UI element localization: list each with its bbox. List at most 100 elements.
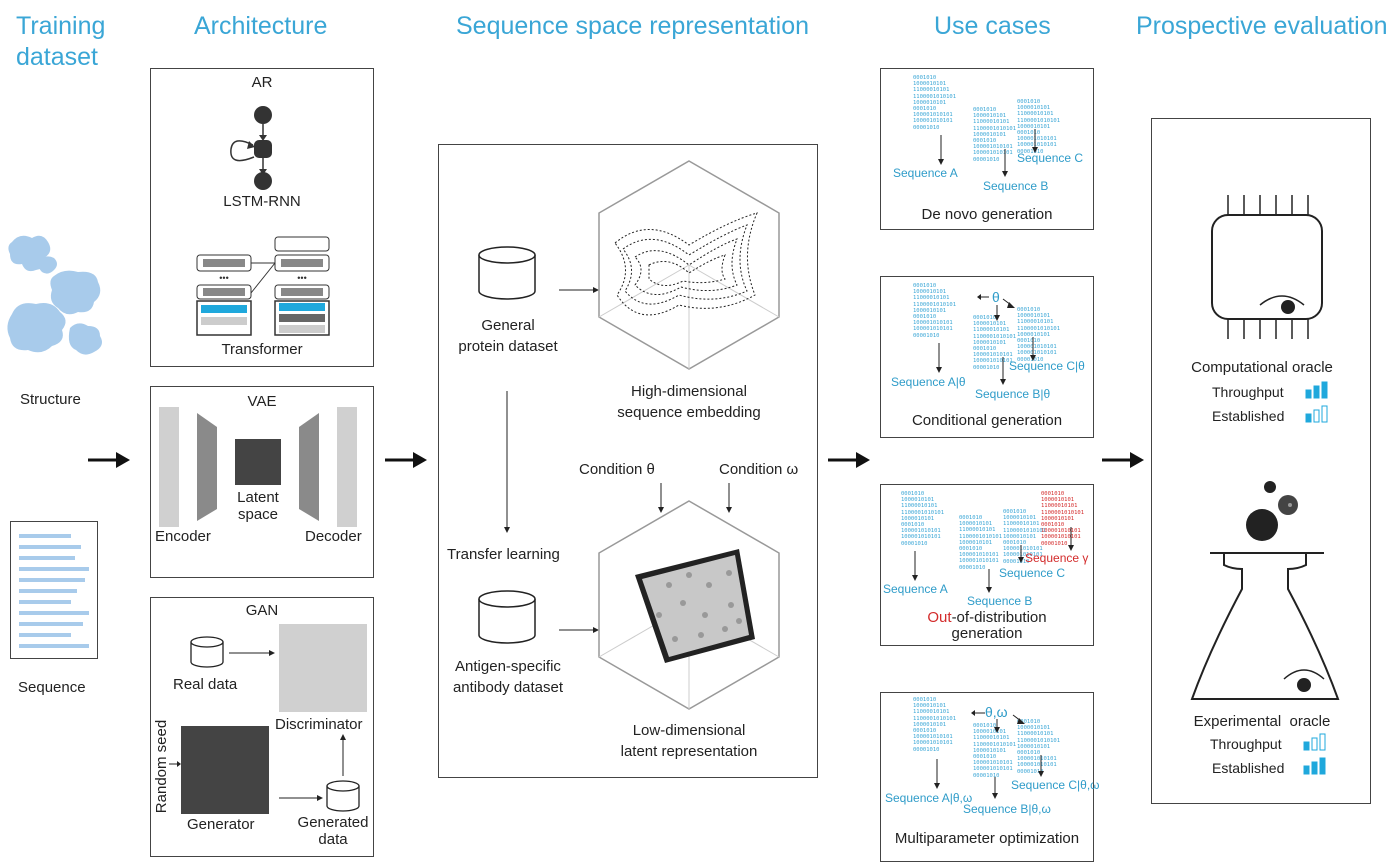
real-data-database-icon <box>190 636 224 668</box>
level-bar-empty <box>1313 409 1320 423</box>
sequence-space-diagram <box>478 160 780 710</box>
general-dataset-database-icon <box>478 246 536 300</box>
computational-throughput-bars <box>1305 381 1328 399</box>
sequence-document-icon <box>10 521 98 659</box>
ood-title-out: Out <box>927 609 952 626</box>
binary-cloud: 0001010 1000010101 11000010101 110000101… <box>973 107 1017 163</box>
level-bar-filled <box>1305 413 1312 423</box>
level-bar-empty <box>1319 733 1326 751</box>
computational-established-bars <box>1305 405 1328 423</box>
denovo-seq-a: Sequence A <box>893 166 958 180</box>
ood-seq-c: Sequence C <box>999 566 1066 580</box>
conditional-seq-a: Sequence A|θ <box>891 375 966 389</box>
header-training-dataset: Training dataset <box>16 12 106 71</box>
ood-seq-gamma: Sequence γ <box>1025 551 1089 565</box>
binary-cloud: 0001010 1000010101 11000010101 110000101… <box>973 315 1017 371</box>
conditional-title: Conditional generation <box>911 412 1063 429</box>
binary-cloud: 0001010 1000010101 11000010101 110000101… <box>913 283 957 339</box>
denovo-seq-c: Sequence C <box>1017 151 1084 165</box>
level-bar-empty <box>1311 737 1318 751</box>
denovo-panel: 0001010 1000010101 11000010101 110000101… <box>880 68 1094 230</box>
prospective-panel: Computational oracle Throughput Establis… <box>1151 118 1371 804</box>
general-dataset-label: General protein dataset <box>458 317 558 355</box>
discriminator-label: Discriminator <box>275 716 363 733</box>
transfer-learning-label: Transfer learning <box>447 546 560 563</box>
experimental-throughput-bars <box>1303 733 1326 751</box>
arrow-right-icon <box>88 452 130 468</box>
binary-cloud: 0001010 1000010101 11000010101 110000101… <box>913 697 957 753</box>
condition-omega-label: Condition ω <box>719 461 799 478</box>
experimental-throughput-label: Throughput <box>1210 736 1282 752</box>
computational-throughput-label: Throughput <box>1212 384 1284 400</box>
lstm-rnn-diagram <box>230 106 272 190</box>
binary-cloud: 0001010 1000010101 11000010101 110000101… <box>1003 509 1047 565</box>
encoder-label: Encoder <box>155 528 211 545</box>
experimental-oracle-flask-icon <box>1190 481 1340 700</box>
ood-title-rest: -of-distribution generation <box>951 609 1047 642</box>
denovo-arrows <box>938 129 1038 177</box>
transformer-diagram: ••• ••• <box>196 236 330 336</box>
protein-structure-icon <box>7 235 102 355</box>
multiparameter-theta-omega: θ,ω <box>985 704 1008 720</box>
embedding-cloud <box>614 212 758 316</box>
latent-space-label: Latent space <box>237 489 279 523</box>
low-dim-label: Low-dimensional latent representation <box>620 722 758 760</box>
arrow-right-icon <box>828 452 870 468</box>
level-bar-filled <box>1303 741 1310 751</box>
sequence-space-panel: General protein dataset High-dimensional… <box>438 144 818 778</box>
svg-text:•••: ••• <box>219 273 228 283</box>
gan-diagram <box>169 624 367 814</box>
level-bar-empty <box>1321 405 1328 423</box>
ar-title: AR <box>251 74 273 91</box>
gan-title: GAN <box>245 602 279 619</box>
multiparameter-panel: 0001010 1000010101 11000010101 110000101… <box>880 692 1100 862</box>
random-seed-label: Random seed <box>153 719 171 814</box>
level-bar-filled <box>1313 385 1320 399</box>
header-architecture: Architecture <box>194 12 328 40</box>
level-bar-filled <box>1303 765 1310 775</box>
latent-square <box>635 549 755 663</box>
binary-cloud: 0001010 1000010101 11000010101 110000101… <box>973 723 1017 779</box>
denovo-seq-b: Sequence B <box>983 179 1049 193</box>
ood-panel: 0001010 1000010101 11000010101 110000101… <box>880 484 1094 646</box>
generated-data-label: Generated data <box>297 814 369 848</box>
multiparameter-arrows <box>934 710 1044 799</box>
ood-title: Out-of-distribution generation <box>881 610 1093 642</box>
binary-cloud: 0001010 1000010101 11000010101 110000101… <box>913 75 957 131</box>
binary-cloud: 0001010 1000010101 11000010101 110000101… <box>901 491 945 547</box>
binary-cloud: 0001010 1000010101 11000010101 110000101… <box>1017 307 1061 363</box>
condition-theta-label: Condition θ <box>579 461 655 478</box>
computational-oracle-label: Computational oracle <box>1191 359 1333 376</box>
vae-panel: VAE Latent space Encoder Decoder <box>150 386 374 578</box>
antigen-dataset-database-icon <box>478 590 536 644</box>
level-bar-filled <box>1319 757 1326 775</box>
binary-cloud: 0001010 1000010101 11000010101 110000101… <box>1017 99 1061 155</box>
header-use-cases: Use cases <box>934 12 1051 40</box>
conditional-seq-c: Sequence C|θ <box>1009 359 1085 373</box>
multiparameter-seq-a: Sequence A|θ,ω <box>885 791 973 805</box>
high-dim-label: High-dimensional sequence embedding <box>617 383 761 421</box>
binary-cloud: 0001010 1000010101 11000010101 110000101… <box>959 515 1003 571</box>
experimental-oracle-label: Experimental oracle <box>1193 713 1331 730</box>
arrow-right-icon <box>1102 452 1144 468</box>
arrow-right-icon <box>385 452 427 468</box>
header-prospective-evaluation: Prospective evaluation <box>1136 12 1386 40</box>
vae-title: VAE <box>247 393 277 410</box>
binary-cloud-red: 0001010 1000010101 11000010101 110000101… <box>1041 491 1085 547</box>
binary-cloud: 0001010 1000010101 11000010101 110000101… <box>1017 719 1061 775</box>
generated-data-database-icon <box>326 780 360 812</box>
computational-established-label: Established <box>1212 408 1285 424</box>
ood-seq-a: Sequence A <box>883 582 948 596</box>
conditional-theta: θ <box>992 289 1000 305</box>
conditional-seq-b: Sequence B|θ <box>975 387 1051 401</box>
decoder-label: Decoder <box>305 528 362 545</box>
vae-diagram <box>159 407 357 527</box>
real-data-label: Real data <box>173 676 238 693</box>
svg-text:•••: ••• <box>297 273 306 283</box>
conditional-arrows <box>936 294 1036 385</box>
multiparameter-seq-b: Sequence B|θ,ω <box>963 802 1051 816</box>
multiparameter-seq-c: Sequence C|θ,ω <box>1011 778 1100 792</box>
experimental-established-bars <box>1303 757 1326 775</box>
ood-seq-b: Sequence B <box>967 594 1033 608</box>
denovo-title: De novo generation <box>921 206 1053 223</box>
